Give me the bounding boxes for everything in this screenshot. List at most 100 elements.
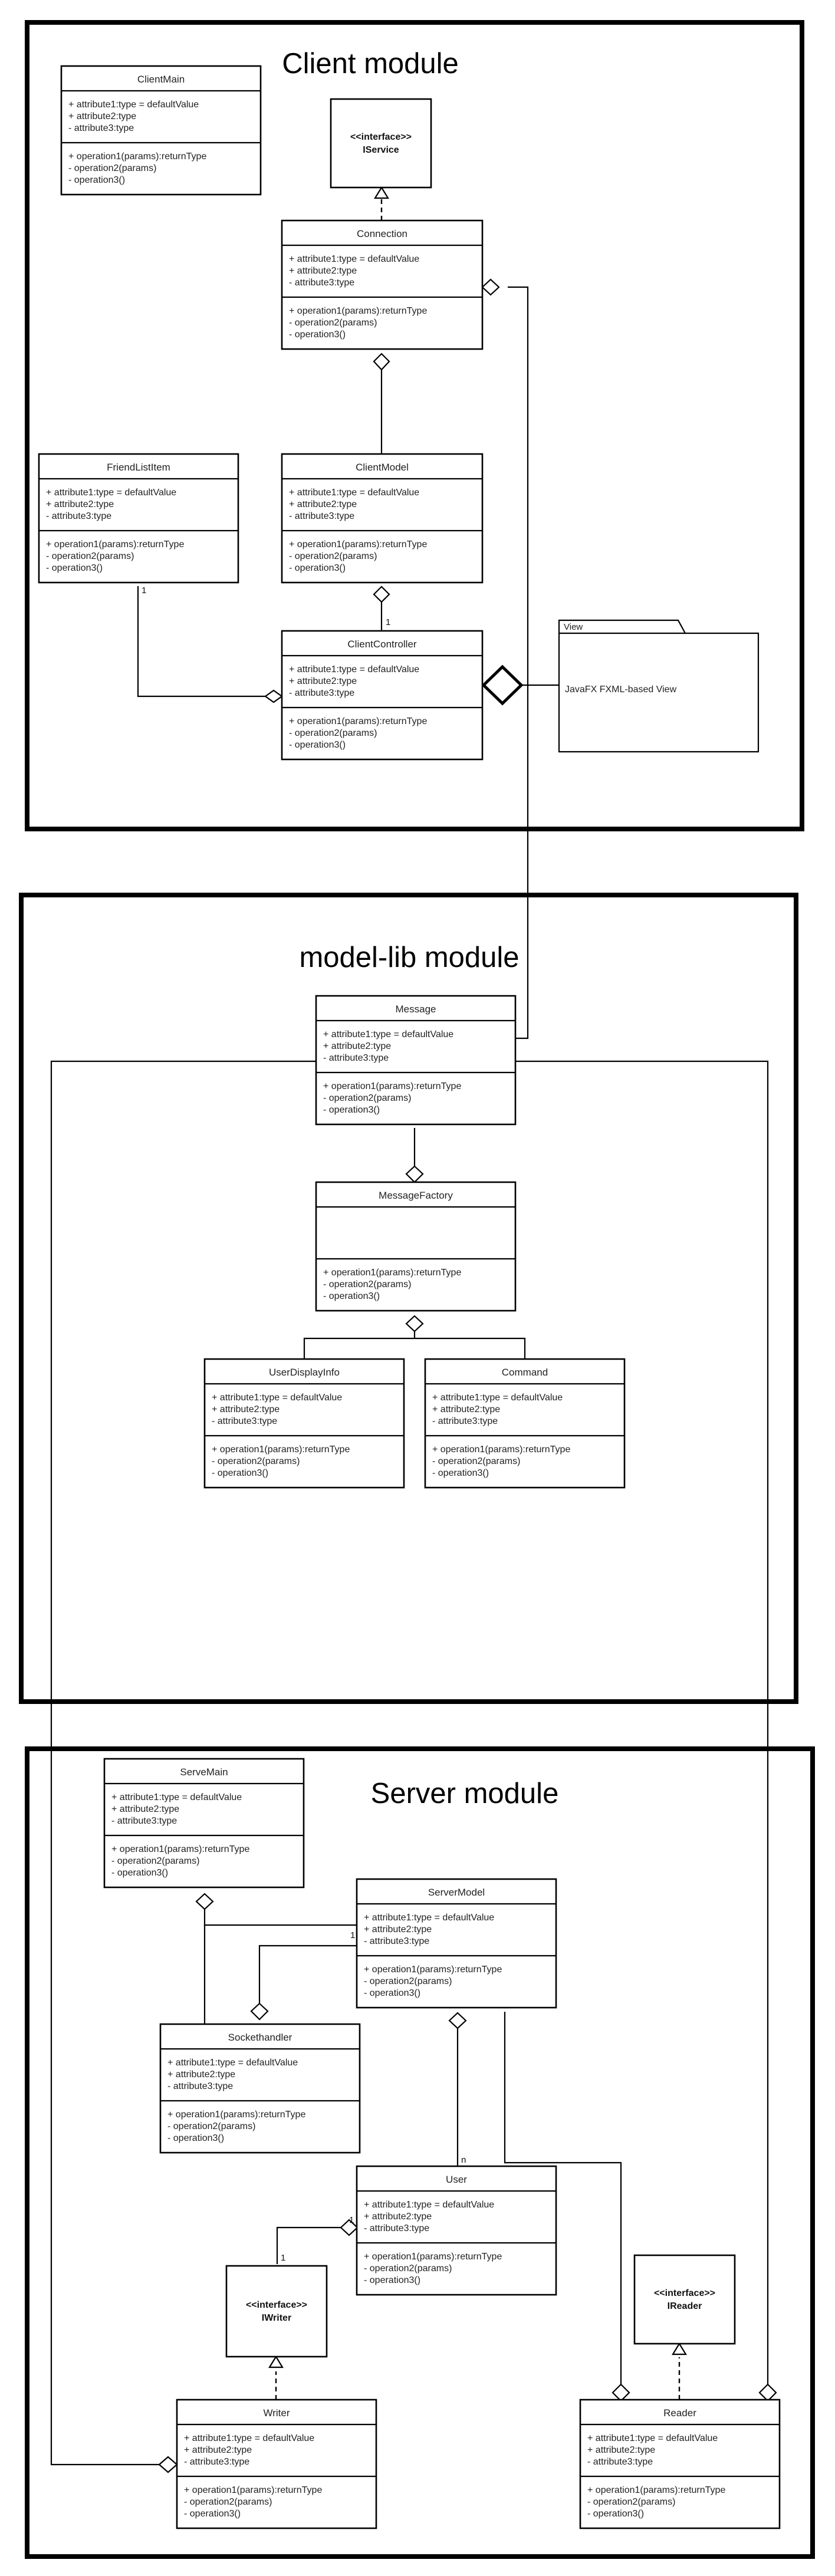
connection-operation: + operation1(params):returnType	[289, 306, 427, 316]
messagefactory-aggregation-diamond	[405, 1165, 424, 1183]
connection-attribute: - attribute3:type	[289, 278, 354, 288]
modellib-module-frame	[19, 893, 798, 1704]
class-servemain: ServeMain + attribute1:type = defaultValu…	[103, 1758, 305, 1889]
servermodel-operation: + operation1(params):returnType	[364, 1965, 502, 1975]
messagefactory-class-name: MessageFactory	[379, 1190, 453, 1201]
servemain-operation: + operation1(params):returnType	[111, 1844, 249, 1854]
user-attribute: + attribute1:type = defaultValue	[364, 2200, 494, 2210]
servemain-operation: - operation2(params)	[111, 1856, 199, 1866]
class-sockethandler: Sockethandler + attribute1:type = default…	[159, 2023, 361, 2154]
interface-iservice: <<interface>>IService	[330, 98, 432, 189]
writer-operation: + operation1(params):returnType	[184, 2485, 322, 2495]
clientmain-attribute: + attribute2:type	[68, 111, 136, 121]
servemain-servermodel-link	[203, 1924, 357, 1926]
clientcontroller-operation: + operation1(params):returnType	[289, 716, 427, 726]
ireader-box	[633, 2254, 736, 2345]
writer-message-diamond	[158, 2456, 178, 2473]
servermodel-attribute: - attribute3:type	[364, 1936, 429, 1946]
command-operation: - operation2(params)	[432, 1456, 520, 1466]
iservice-interface-name: IService	[363, 145, 399, 155]
modellib-module-title: model-lib module	[299, 942, 519, 973]
userdisplayinfo-attribute: - attribute3:type	[212, 1416, 277, 1426]
user-operation: + operation1(params):returnType	[364, 2252, 502, 2262]
iwriter-interface-name: IWriter	[262, 2313, 291, 2323]
connection-operation: - operation2(params)	[289, 318, 377, 328]
message-writer-link	[50, 1060, 316, 2466]
server-module-title: Server module	[371, 1778, 559, 1810]
connection-operation: - operation3()	[289, 330, 346, 340]
clientmodel-operation: + operation1(params):returnType	[289, 539, 427, 550]
sockethandler-operation: - operation2(params)	[167, 2121, 255, 2131]
multiplicity-servermodel: 1	[350, 1930, 355, 1940]
sockethandler-operation: + operation1(params):returnType	[167, 2110, 305, 2120]
iwriter-user-link	[276, 2226, 341, 2264]
message-attribute: + attribute1:type = defaultValue	[323, 1029, 453, 1039]
messagefactory-operation: + operation1(params):returnType	[323, 1268, 461, 1278]
user-attribute: - attribute3:type	[364, 2223, 429, 2233]
clientmodel-aggregation-diamond	[373, 585, 390, 603]
servermodel-attribute: + attribute1:type = defaultValue	[364, 1913, 494, 1923]
class-writer: Writer+ attribute1:type = defaultValue+ …	[176, 2399, 377, 2529]
sockethandler-attribute: - attribute3:type	[167, 2081, 233, 2091]
command-box	[424, 1358, 626, 1489]
servermodel-operation: - operation3()	[364, 1988, 420, 1998]
userdisplayinfo-operation: - operation2(params)	[212, 1456, 300, 1466]
clientcontroller-attribute: - attribute3:type	[289, 688, 354, 698]
message-connection-link	[508, 286, 529, 1039]
iwriter-realization-arrow	[268, 2355, 284, 2368]
writer-operation: - operation3()	[184, 2509, 241, 2519]
userdisplayinfo-operation: - operation3()	[212, 1468, 268, 1478]
servermodel-operation: - operation2(params)	[364, 1976, 452, 1986]
class-clientmain: ClientMain+ attribute1:type = defaultVal…	[60, 65, 262, 196]
clientmain-operation: - operation3()	[68, 175, 125, 185]
connectors	[50, 186, 777, 2473]
reader-servermodel-diamond	[612, 2383, 630, 2402]
clientcontroller-box	[281, 630, 484, 761]
message-operation: - operation3()	[323, 1105, 380, 1115]
servemain-attribute: - attribute3:type	[111, 1816, 177, 1826]
view-package: View JavaFX FXML-based View	[558, 619, 760, 753]
controller-friendlist-diamond	[264, 689, 283, 703]
message-attribute: + attribute2:type	[323, 1041, 391, 1051]
clientmain-box	[60, 65, 262, 196]
class-layer: ClientMain+ attribute1:type = defaultVal…	[38, 65, 781, 2529]
userdisplayinfo-attribute: + attribute2:type	[212, 1404, 280, 1414]
messagefactory-children-diamond	[405, 1315, 424, 1333]
friendlistitem-attribute: + attribute1:type = defaultValue	[46, 488, 176, 498]
ireader-realization-arrow	[672, 2342, 687, 2355]
servemain-class-name: ServeMain	[180, 1766, 228, 1778]
servemain-attribute: + attribute1:type = defaultValue	[111, 1792, 242, 1802]
clientcontroller-attribute: + attribute1:type = defaultValue	[289, 664, 419, 675]
reader-attribute: + attribute1:type = defaultValue	[587, 2433, 718, 2443]
servemain-box	[103, 1758, 305, 1889]
class-friendlistitem: FriendListItem+ attribute1:type = defaul…	[38, 453, 239, 584]
servemain-operation: - operation3()	[111, 1868, 168, 1878]
friendlistitem-attribute: + attribute2:type	[46, 499, 114, 509]
sockethandler-class-name: Sockethandler	[228, 2032, 292, 2043]
view-package-description: JavaFX FXML-based View	[565, 685, 677, 695]
servermodel-reader-link	[504, 2012, 622, 2384]
reader-attribute: + attribute2:type	[587, 2445, 655, 2455]
writer-operation: - operation2(params)	[184, 2497, 272, 2507]
clientmodel-class-name: ClientModel	[356, 462, 409, 473]
user-box	[356, 2165, 557, 2296]
sockethandler-attribute: + attribute1:type = defaultValue	[167, 2058, 298, 2068]
class-servermodel: ServerModel+ attribute1:type = defaultVa…	[356, 1878, 557, 2009]
multiplicity-iwriter: 1	[281, 2253, 285, 2263]
clientcontroller-attribute: + attribute2:type	[289, 676, 357, 686]
command-attribute: - attribute3:type	[432, 1416, 498, 1426]
connection-attribute: + attribute1:type = defaultValue	[289, 254, 419, 264]
reader-operation: - operation2(params)	[587, 2497, 675, 2507]
multiplicity-user-one: 1	[349, 2215, 354, 2225]
clientmain-operation: - operation2(params)	[68, 163, 156, 173]
clientcontroller-operation: - operation2(params)	[289, 728, 377, 738]
message-operation: + operation1(params):returnType	[323, 1081, 461, 1091]
sockethandler-box	[159, 2023, 361, 2154]
message-operation: - operation2(params)	[323, 1093, 411, 1103]
class-command: Command+ attribute1:type = defaultValue+…	[424, 1358, 626, 1489]
client-module-frame	[25, 20, 804, 831]
iwriter-box	[225, 2265, 328, 2358]
controller-view-composition-diamond	[481, 664, 524, 706]
message-class-name: Message	[396, 1004, 436, 1015]
